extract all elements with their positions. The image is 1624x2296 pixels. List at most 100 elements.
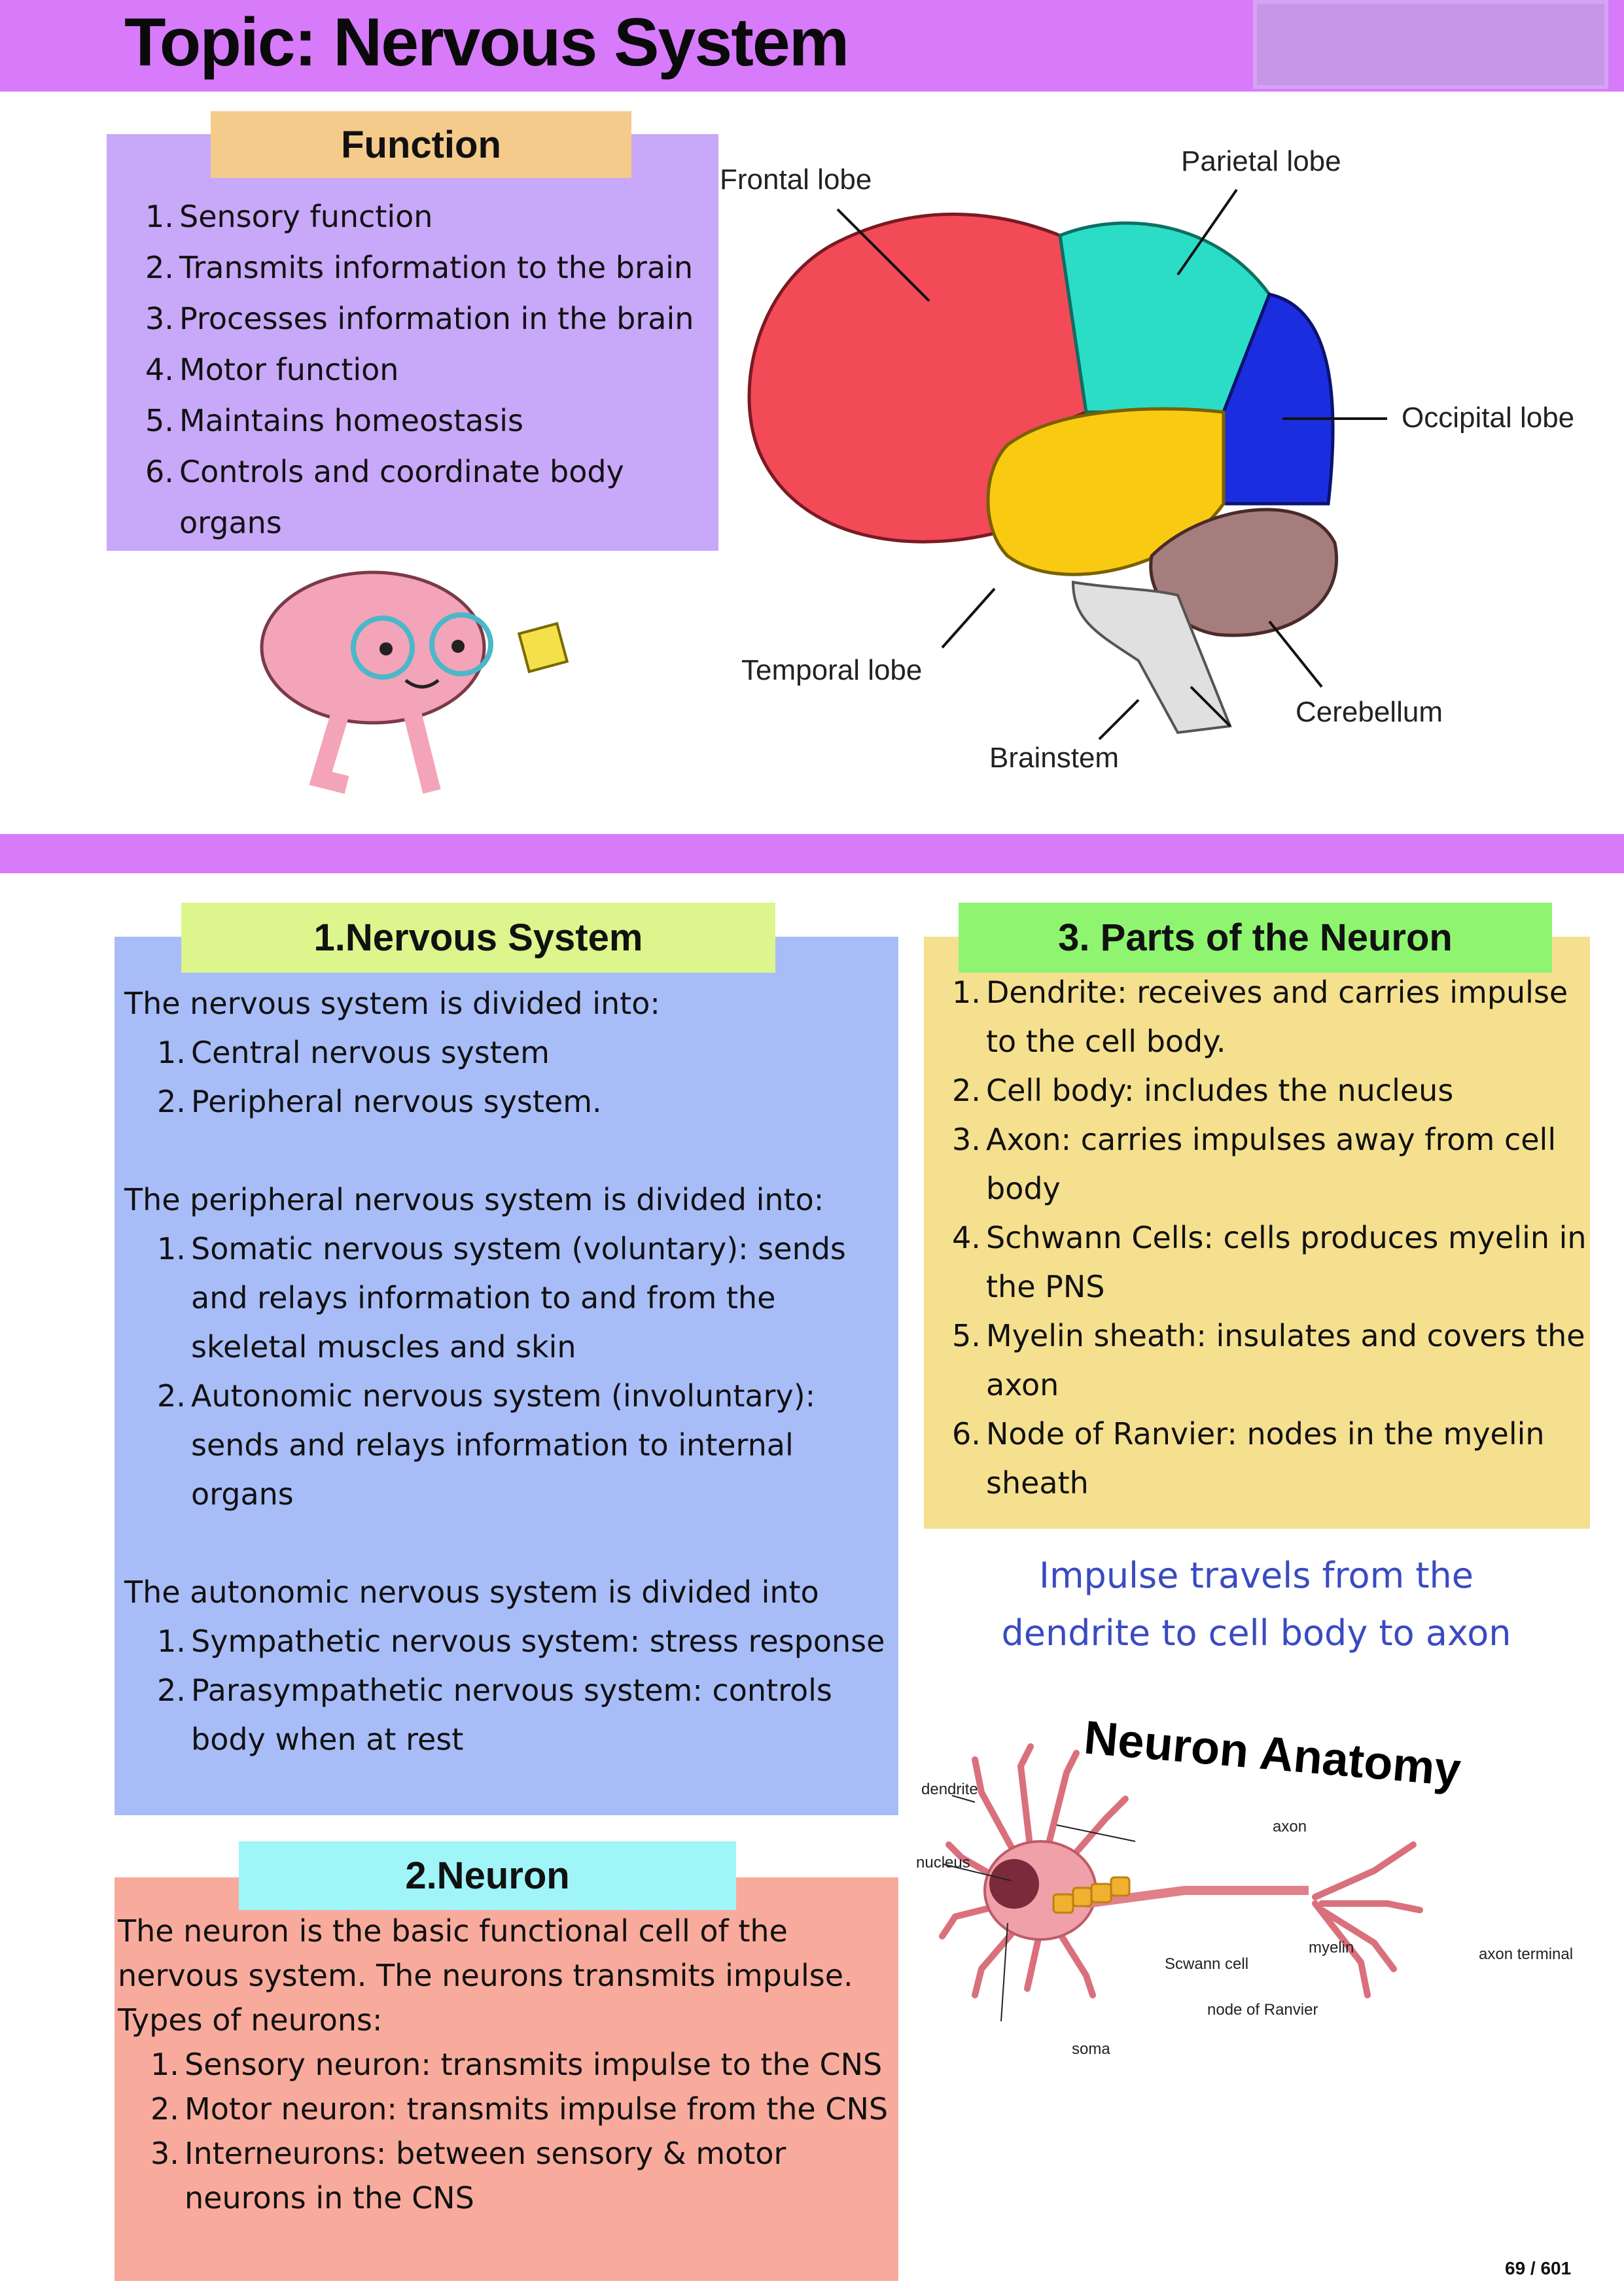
- nucleus: [989, 1859, 1039, 1909]
- neuron-box: [115, 1877, 898, 2281]
- list-item: 2.Transmits information to the brain: [145, 242, 721, 293]
- intro-text: Types of neurons:: [118, 2002, 383, 2038]
- list-number: 1.: [145, 199, 174, 234]
- list-item: 3.Interneurons: between sensory & motor …: [150, 2131, 896, 2220]
- occipital-lobe-label: Occipital lobe: [1402, 402, 1575, 434]
- list-item-text: Schwann Cells: cells produces myelin in …: [986, 1220, 1587, 1304]
- list-item-text: Sympathetic nervous system: stress respo…: [191, 1624, 885, 1659]
- list-item-text: Autonomic nervous system (involuntary): …: [191, 1378, 816, 1512]
- list-number: 1.: [952, 975, 981, 1010]
- list-item: 1.Sensory function: [145, 191, 721, 242]
- cerebellum-label: Cerebellum: [1296, 696, 1443, 728]
- node-of-ranvier-label: node of Ranvier: [1207, 2001, 1318, 2019]
- list-number: 2.: [157, 1673, 186, 1708]
- list-item-text: Node of Ranvier: nodes in the myelin she…: [986, 1416, 1545, 1501]
- list-number: 2.: [145, 250, 174, 285]
- list-item-text: Myelin sheath: insulates and covers the …: [986, 1318, 1585, 1402]
- list-item: 2.Autonomic nervous system (involuntary)…: [157, 1372, 893, 1519]
- list-item: 5.Maintains homeostasis: [145, 395, 721, 446]
- nervous-system-box: [115, 937, 898, 1815]
- cartoon-brain-illustration: [260, 570, 569, 794]
- list-item: 1.Somatic nervous system (voluntary): se…: [157, 1225, 893, 1372]
- list-item-text: Processes information in the brain: [179, 301, 694, 336]
- temporal-lobe: [986, 407, 1226, 576]
- list-item-text: Peripheral nervous system.: [191, 1084, 602, 1119]
- list-item-text: Sensory function: [179, 199, 433, 234]
- list-number: 1.: [157, 1624, 186, 1659]
- intro-text: The nervous system is divided into:: [124, 986, 660, 1021]
- list-item-text: Controls and coordinate body organs: [179, 454, 624, 540]
- list-number: 2.: [952, 1073, 981, 1108]
- list-item: 6.Controls and coordinate body organs: [145, 446, 721, 548]
- dendrite-label: dendrite: [921, 1781, 978, 1798]
- parietal-lobe-label: Parietal lobe: [1181, 145, 1341, 177]
- list-item-text: Interneurons: between sensory & motor ne…: [185, 2136, 786, 2216]
- intro-text: The peripheral nervous system is divided…: [124, 1182, 824, 1217]
- neuron-anatomy-diagram: Neuron Anatomy dendrite nucleus axon Scw…: [916, 1711, 1573, 2058]
- occipital-lobe: [1222, 292, 1335, 506]
- parts-of-neuron-list: 1.Dendrite: receives and carries impulse…: [952, 968, 1587, 1508]
- list-item-text: Dendrite: receives and carries impulse t…: [986, 975, 1568, 1059]
- autonomic-list: 1.Sympathetic nervous system: stress res…: [124, 1617, 893, 1764]
- list-number: 4.: [145, 352, 174, 387]
- brainstem: [1071, 580, 1232, 735]
- nervous-system-label: 1.Nervous System: [181, 903, 775, 973]
- list-item-text: Motor function: [179, 352, 399, 387]
- list-item-text: Central nervous system: [191, 1035, 550, 1070]
- nervous-system-content: The nervous system is divided into: 1.Ce…: [124, 979, 893, 1764]
- soma-label: soma: [1072, 2040, 1110, 2058]
- list-item: 3.Processes information in the brain: [145, 293, 721, 344]
- list-item-text: Transmits information to the brain: [179, 250, 694, 285]
- label-lines: [943, 1795, 1136, 2022]
- parts-of-neuron-box: [924, 937, 1590, 1529]
- list-number: 2.: [157, 1084, 186, 1119]
- list-item: 1.Sensory neuron: transmits impulse to t…: [150, 2042, 896, 2087]
- axon: [1086, 1886, 1309, 1908]
- list-item: 2.Cell body: includes the nucleus: [952, 1066, 1587, 1115]
- function-box: [107, 134, 718, 551]
- header-decoration-box: [1253, 0, 1608, 89]
- neuron-types-list: 1.Sensory neuron: transmits impulse to t…: [118, 2042, 896, 2220]
- brain-diagram: [747, 188, 1387, 740]
- page-number: 69 / 601: [1505, 2258, 1572, 2278]
- list-item: 2.Motor neuron: transmits impulse from t…: [150, 2087, 896, 2131]
- list-item: 4.Schwann Cells: cells produces myelin i…: [952, 1213, 1587, 1312]
- list-item: 1.Dendrite: receives and carries impulse…: [952, 968, 1587, 1066]
- impulse-note: Impulse travels from the dendrite to cel…: [1001, 1555, 1511, 1654]
- temporal-lobe-label: Temporal lobe: [741, 654, 923, 686]
- list-item: 1.Central nervous system: [157, 1028, 893, 1077]
- list-number: 1.: [157, 1231, 186, 1266]
- list-item-text: Maintains homeostasis: [179, 403, 524, 438]
- schwann-cell-label: Scwann cell: [1165, 1955, 1248, 1973]
- frontal-lobe-label: Frontal lobe: [720, 164, 872, 196]
- list-item: 2.Parasympathetic nervous system: contro…: [157, 1666, 893, 1764]
- list-item: 3.Axon: carries impulses away from cell …: [952, 1115, 1587, 1213]
- list-item-text: Cell body: includes the nucleus: [986, 1073, 1454, 1108]
- list-item-text: Parasympathetic nervous system: controls…: [191, 1673, 832, 1757]
- list-number: 5.: [145, 403, 174, 438]
- myelin-sheath: [1052, 1876, 1131, 1914]
- list-item: 2.Peripheral nervous system.: [157, 1077, 893, 1126]
- label-lines: [836, 188, 1387, 740]
- list-number: 3.: [952, 1122, 981, 1157]
- list-number: 6.: [145, 454, 174, 489]
- list-item: 1.Sympathetic nervous system: stress res…: [157, 1617, 893, 1666]
- list-number: 6.: [952, 1416, 981, 1452]
- parietal-lobe: [1058, 221, 1271, 414]
- list-item: 5.Myelin sheath: insulates and covers th…: [952, 1312, 1587, 1410]
- page-title: Topic: Nervous System: [124, 5, 849, 80]
- list-number: 1.: [157, 1035, 186, 1070]
- nucleus-label: nucleus: [916, 1854, 970, 1871]
- list-number: 1.: [150, 2047, 179, 2082]
- list-number: 2.: [157, 1378, 186, 1414]
- neuron-content: The neuron is the basic functional cell …: [118, 1909, 896, 2220]
- list-item: 4.Motor function: [145, 344, 721, 395]
- axon-label: axon: [1273, 1818, 1307, 1835]
- neuron-label: 2.Neuron: [239, 1841, 736, 1910]
- list-number: 2.: [150, 2091, 179, 2127]
- intro-text: The autonomic nervous system is divided …: [124, 1574, 819, 1610]
- parts-of-neuron-label: 3. Parts of the Neuron: [959, 903, 1552, 973]
- brainstem-label: Brainstem: [989, 742, 1120, 774]
- axon-terminal-label: axon terminal: [1479, 1945, 1573, 1963]
